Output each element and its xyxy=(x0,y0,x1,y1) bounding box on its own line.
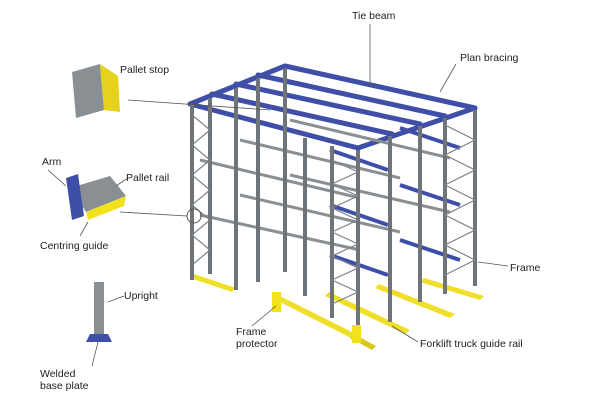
pallet-rail xyxy=(239,193,401,234)
tie-beam xyxy=(187,63,288,107)
label-arm: Arm xyxy=(42,156,62,168)
pallet-stop-yellow xyxy=(100,64,120,112)
guide-rail xyxy=(375,284,455,318)
label-forklift-truck-guide-rail: Forklift truck guide rail xyxy=(420,338,523,350)
leader-pallet-rail xyxy=(115,177,129,187)
beam xyxy=(399,238,461,262)
bracing xyxy=(443,124,477,276)
leader-lines xyxy=(47,24,509,367)
pallet-rail xyxy=(289,173,451,214)
label-pallet-rail: Pallet rail xyxy=(126,172,170,184)
tie-beam xyxy=(255,72,448,119)
leader-upright xyxy=(107,295,125,303)
beam xyxy=(399,183,461,207)
welded-base-plate-shape xyxy=(86,334,112,342)
leader-centring-guide xyxy=(79,221,89,237)
leader-detail xyxy=(119,211,188,217)
label-pallet-stop: Pallet stop xyxy=(120,64,170,76)
arm-body xyxy=(70,176,126,212)
tie-beam xyxy=(233,81,423,127)
tie-beam xyxy=(187,101,361,151)
pallet-stop-detail xyxy=(72,64,120,118)
frame-protector-block xyxy=(352,325,361,343)
front-beams xyxy=(329,126,461,277)
leader-pallet-stop xyxy=(127,99,271,111)
label-centring-guide: Centring guide xyxy=(40,240,109,252)
upright-detail xyxy=(86,282,112,342)
label-frame: Frame xyxy=(510,262,541,274)
arm-blue xyxy=(66,174,84,220)
label-upright: Upright xyxy=(124,290,158,302)
guide-rail xyxy=(190,274,236,292)
guide-rail xyxy=(420,278,484,300)
pallet-stop-plate xyxy=(72,64,104,118)
beam xyxy=(399,126,461,150)
frame-bracing xyxy=(191,114,477,305)
label-plan-bracing: Plan bracing xyxy=(460,52,519,64)
label-welded-base-plate: Welded base plate xyxy=(40,368,89,392)
bracing xyxy=(191,114,211,266)
tie-beam xyxy=(282,63,478,111)
arm-detail xyxy=(66,174,126,220)
pallet-rail xyxy=(199,158,361,200)
bracing xyxy=(330,159,360,305)
guide-rail xyxy=(325,292,410,334)
frame-protectors xyxy=(272,292,361,343)
upright-post xyxy=(94,282,104,334)
leader-guide-rail xyxy=(391,325,419,343)
leader-arm xyxy=(47,169,67,187)
label-tie-beam: Tie beam xyxy=(352,10,396,22)
leader-plan-bracing xyxy=(439,63,457,93)
label-frame-protector: Frame protector xyxy=(236,326,278,350)
tie-beam xyxy=(209,91,395,137)
leader-base-plate xyxy=(91,341,99,367)
pallet-rail xyxy=(289,118,451,160)
leader-frame-protector xyxy=(251,305,277,327)
frame-protector-block xyxy=(272,292,281,312)
uprights xyxy=(190,68,477,340)
pallet-rail xyxy=(239,138,401,180)
leader-frame xyxy=(477,261,509,267)
centring-guide-yellow xyxy=(86,196,126,220)
guide-rail xyxy=(272,294,360,340)
pallet-rail xyxy=(199,213,361,252)
